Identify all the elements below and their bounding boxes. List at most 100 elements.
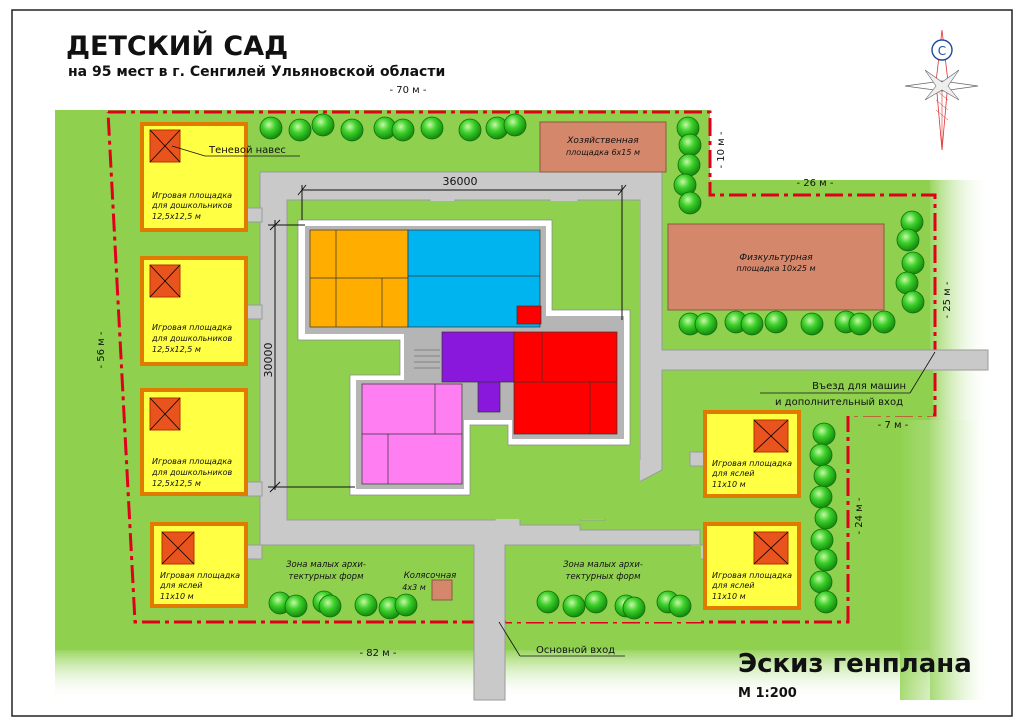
- tree: [895, 271, 919, 295]
- dim-top-notch: - 10 м -: [716, 131, 727, 168]
- tree: [813, 464, 837, 488]
- tree: [668, 594, 692, 618]
- tree: [259, 116, 283, 140]
- site-boundary: [106, 110, 937, 624]
- tree: [284, 594, 308, 618]
- sport-label-2: площадка 10х25 м: [736, 264, 815, 273]
- tree: [740, 312, 764, 336]
- dim-top: - 70 м -: [389, 85, 426, 96]
- trees: [259, 113, 925, 620]
- wing-red: [513, 331, 618, 435]
- tree: [800, 312, 824, 336]
- plan-title: Эскиз генплана: [738, 649, 972, 679]
- tree: [318, 594, 342, 618]
- tree: [394, 593, 418, 617]
- main-entry-callout: [498, 621, 625, 657]
- tree: [896, 228, 920, 252]
- playground-1-l3: 12,5х12,5 м: [152, 212, 201, 221]
- dim-right-lower-v: - 24 м -: [854, 497, 865, 534]
- tree: [694, 312, 718, 336]
- tree: [458, 118, 482, 142]
- tree: [814, 506, 838, 530]
- tree: [809, 485, 833, 509]
- dim-right-upper-h: - 26 м -: [796, 178, 833, 189]
- tree: [848, 312, 872, 336]
- tree: [678, 191, 702, 215]
- dim-right-lower-h: - 7 м -: [878, 420, 909, 431]
- tree: [872, 310, 896, 334]
- tree: [420, 116, 444, 140]
- playground-3-l1: Игровая площадка: [152, 457, 232, 466]
- stroller-label-2: 4х3 м: [402, 583, 426, 592]
- stair-block: [414, 349, 440, 369]
- tree: [562, 594, 586, 618]
- tree: [391, 118, 415, 142]
- playground-6-l2: для яслей: [711, 581, 754, 590]
- playground-2-l2: для дошкольников: [151, 334, 232, 343]
- wing-purple: [441, 331, 515, 383]
- building-height-dim: 30000: [262, 343, 275, 378]
- building-width-dim: 36000: [443, 175, 478, 188]
- main-entry-label: Основной вход: [536, 645, 615, 656]
- playground-3: Игровая площадка для дошкольников 12,5х1…: [140, 388, 248, 496]
- car-entry-label-2: и дополнительный вход: [775, 397, 903, 408]
- zone-left-2: тектурных форм: [289, 572, 365, 582]
- tree: [584, 590, 608, 614]
- tree: [678, 133, 702, 157]
- playground-6-l1: Игровая площадка: [712, 571, 792, 580]
- zone-left-1: Зона малых архи-: [286, 560, 366, 570]
- tree: [677, 153, 701, 177]
- playground-1-l1: Игровая площадка: [152, 191, 232, 200]
- dim-left: - 56 м -: [96, 331, 107, 368]
- car-entry-callout: [760, 351, 936, 394]
- building-wings: [309, 229, 618, 485]
- sport-label-1: Физкультурная: [739, 253, 813, 263]
- compass-rose-icon: [904, 29, 979, 151]
- playground-1: Игровая площадка для дошкольников 12,5х1…: [140, 122, 248, 232]
- tree: [810, 528, 834, 552]
- plan-scale: М 1:200: [738, 686, 797, 701]
- playground-2-l1: Игровая площадка: [152, 323, 232, 332]
- tree: [340, 118, 364, 142]
- stroller-shed: [431, 579, 453, 601]
- tree: [354, 593, 378, 617]
- tree: [901, 290, 925, 314]
- playground-5: Игровая площадка для яслей 11х10 м: [703, 410, 801, 498]
- household-label-1: Хозяйственная: [566, 136, 639, 146]
- playground-5-l2: для яслей: [711, 469, 754, 478]
- household-area: [539, 121, 667, 173]
- tree: [622, 596, 646, 620]
- shade-leader: [171, 145, 206, 157]
- playground-4-l1: Игровая площадка: [160, 571, 240, 580]
- wing-orange: [309, 229, 409, 328]
- playground-6-l3: 11х10 м: [712, 592, 746, 601]
- playground-3-l3: 12,5х12,5 м: [152, 479, 201, 488]
- dim-bottom: - 82 м -: [359, 648, 396, 659]
- car-entry-label-1: Въезд для машин: [812, 381, 906, 392]
- playground-4-l3: 11х10 м: [160, 592, 194, 601]
- shade-label: Теневой навес: [208, 145, 286, 156]
- zone-right-1: Зона малых архи-: [563, 560, 643, 570]
- playground-4-l2: для яслей: [159, 581, 202, 590]
- tree: [809, 443, 833, 467]
- playgrounds: Игровая площадка для дошкольников 12,5х1…: [140, 122, 801, 610]
- lawn-right-strip: [663, 371, 933, 416]
- tree: [901, 251, 925, 275]
- playground-1-l2: для дошкольников: [151, 201, 232, 210]
- playground-6: Игровая площадка для яслей 11х10 м: [703, 522, 801, 610]
- dim-right-upper-v: - 25 м -: [942, 281, 953, 318]
- page-subtitle: на 95 мест в г. Сенгилей Ульяновской обл…: [68, 64, 445, 80]
- playground-2: Игровая площадка для дошкольников 12,5х1…: [140, 256, 248, 366]
- tree: [503, 113, 527, 137]
- tree: [814, 590, 838, 614]
- playground-4: Игровая площадка для яслей 11х10 м: [150, 522, 248, 608]
- tree: [814, 548, 838, 572]
- tree: [809, 570, 833, 594]
- tree: [536, 590, 560, 614]
- compass-letter: С: [938, 44, 946, 58]
- playground-2-l3: 12,5х12,5 м: [152, 345, 201, 354]
- tree: [311, 113, 335, 137]
- tree: [764, 310, 788, 334]
- playground-5-l3: 11х10 м: [712, 480, 746, 489]
